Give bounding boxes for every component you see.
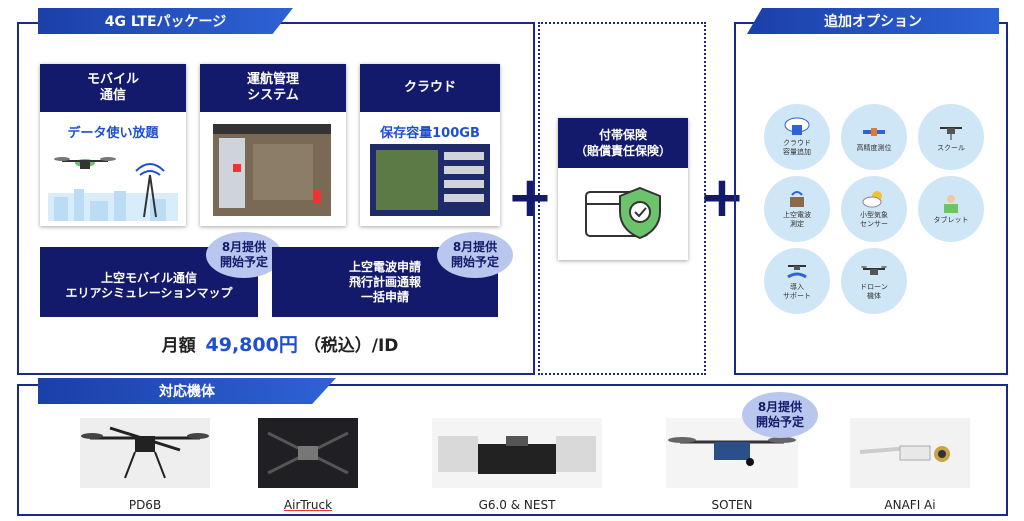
- area-map-badge: 8月提供 開始予定: [206, 232, 282, 278]
- aircraft-item-airtruck[interactable]: AirTruck: [258, 418, 358, 514]
- option-radio-measure[interactable]: 上空電波 測定: [764, 176, 830, 242]
- mobile-card-subtitle: データ使い放題: [67, 126, 159, 141]
- aircraft-item-g6-nest[interactable]: G6.0 & NEST: [432, 418, 602, 514]
- price-line: 月額 49,800円 （税込）/ID: [100, 330, 460, 358]
- aircraft-name: G6.0 & NEST: [478, 498, 556, 512]
- price-suffix: （税込）/ID: [303, 336, 399, 356]
- option-school[interactable]: スクール: [918, 104, 984, 170]
- shield-check-icon: [585, 186, 661, 240]
- option-label: 導入 サポート: [783, 283, 811, 300]
- price-prefix: 月額: [161, 336, 196, 356]
- flight-management-card: 運航管理 システム: [200, 64, 346, 226]
- cloud-card-title: クラウド: [360, 64, 500, 112]
- drone-school-icon: [940, 126, 962, 140]
- price-amount: 49,800円: [205, 334, 298, 356]
- option-tablet[interactable]: タブレット: [918, 176, 984, 242]
- option-label: タブレット: [933, 215, 969, 224]
- radio-measure-icon: [790, 191, 804, 207]
- cloud-card: クラウド 保存容量100GB: [360, 64, 500, 226]
- insurance-card: 付帯保険 （賠償責任保険）: [558, 118, 688, 260]
- anafi-ai-drone-image: [850, 418, 970, 488]
- support-icon: [787, 265, 807, 279]
- aircraft-name: AirTruck: [283, 498, 333, 512]
- tablet-user-icon: [944, 194, 958, 213]
- option-label: ドローン 機体: [860, 283, 888, 300]
- drone-icon: [861, 266, 887, 275]
- aircraft-item-pd6b[interactable]: PD6B: [80, 418, 210, 514]
- satellite-icon: [863, 127, 885, 136]
- aircraft-tab: 対応機体: [38, 378, 336, 404]
- insurance-title: 付帯保険 （賠償責任保険）: [558, 118, 688, 168]
- plus-sign-1: +: [506, 165, 554, 230]
- insurance-panel: [538, 22, 706, 375]
- cloud-screenshot: [370, 144, 490, 216]
- flight-management-title: 運航管理 システム: [200, 64, 346, 112]
- radio-application-badge: 8月提供 開始予定: [437, 232, 513, 278]
- options-tab: 追加オプション: [747, 8, 999, 34]
- option-high-precision[interactable]: 高精度測位: [841, 104, 907, 170]
- drone-tower-icon: [48, 157, 178, 221]
- aircraft-item-anafi-ai[interactable]: ANAFI Ai: [850, 418, 970, 514]
- option-label: 小型気象 センサー: [860, 211, 888, 228]
- airtruck-drone-image: [258, 418, 358, 488]
- cloud-database-icon: [784, 117, 810, 135]
- mobile-card-title: モバイル 通信: [40, 64, 186, 112]
- plus-sign-2: +: [698, 165, 746, 230]
- cloud-card-subtitle: 保存容量100GB: [380, 126, 480, 141]
- aircraft-name: SOTEN: [711, 498, 753, 512]
- option-drone-body[interactable]: ドローン 機体: [841, 248, 907, 314]
- aircraft-panel: [17, 384, 1008, 516]
- option-label: スクール: [937, 143, 965, 152]
- option-support[interactable]: 導入 サポート: [764, 248, 830, 314]
- mobile-card: モバイル 通信 データ使い放題: [40, 64, 186, 226]
- flight-management-screenshot: [213, 124, 331, 216]
- package-tab: 4G LTEパッケージ: [38, 8, 293, 34]
- option-weather-sensor[interactable]: 小型気象 センサー: [841, 176, 907, 242]
- aircraft-name: PD6B: [128, 498, 162, 512]
- pd6b-drone-image: [80, 418, 210, 488]
- option-cloud-capacity[interactable]: クラウド 容量追加: [764, 104, 830, 170]
- option-label: クラウド 容量追加: [783, 139, 811, 156]
- weather-sensor-icon: [862, 191, 882, 208]
- aircraft-name: ANAFI Ai: [884, 498, 936, 512]
- g6-nest-image: [432, 418, 602, 488]
- option-label: 上空電波 測定: [783, 211, 811, 228]
- option-label: 高精度測位: [856, 143, 892, 152]
- soten-badge: 8月提供 開始予定: [742, 392, 818, 438]
